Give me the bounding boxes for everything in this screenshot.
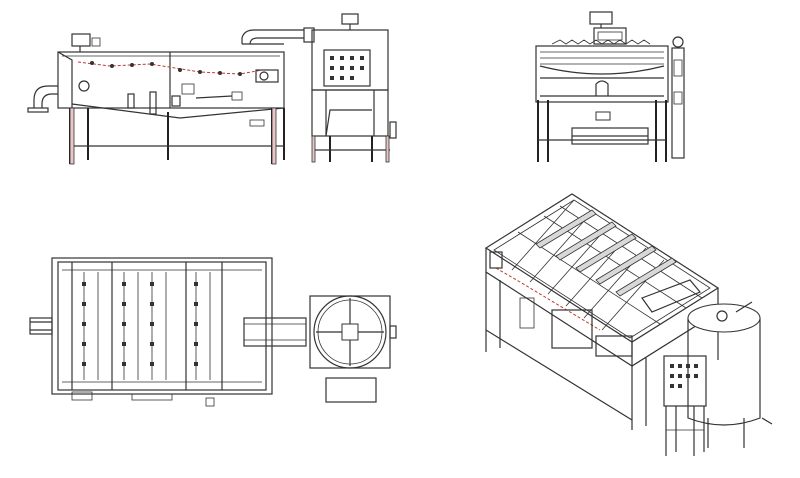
front-elevation-view bbox=[27, 13, 397, 165]
isometric-view bbox=[484, 193, 773, 456]
end-elevation-view bbox=[535, 11, 685, 162]
plan-view bbox=[29, 257, 397, 407]
